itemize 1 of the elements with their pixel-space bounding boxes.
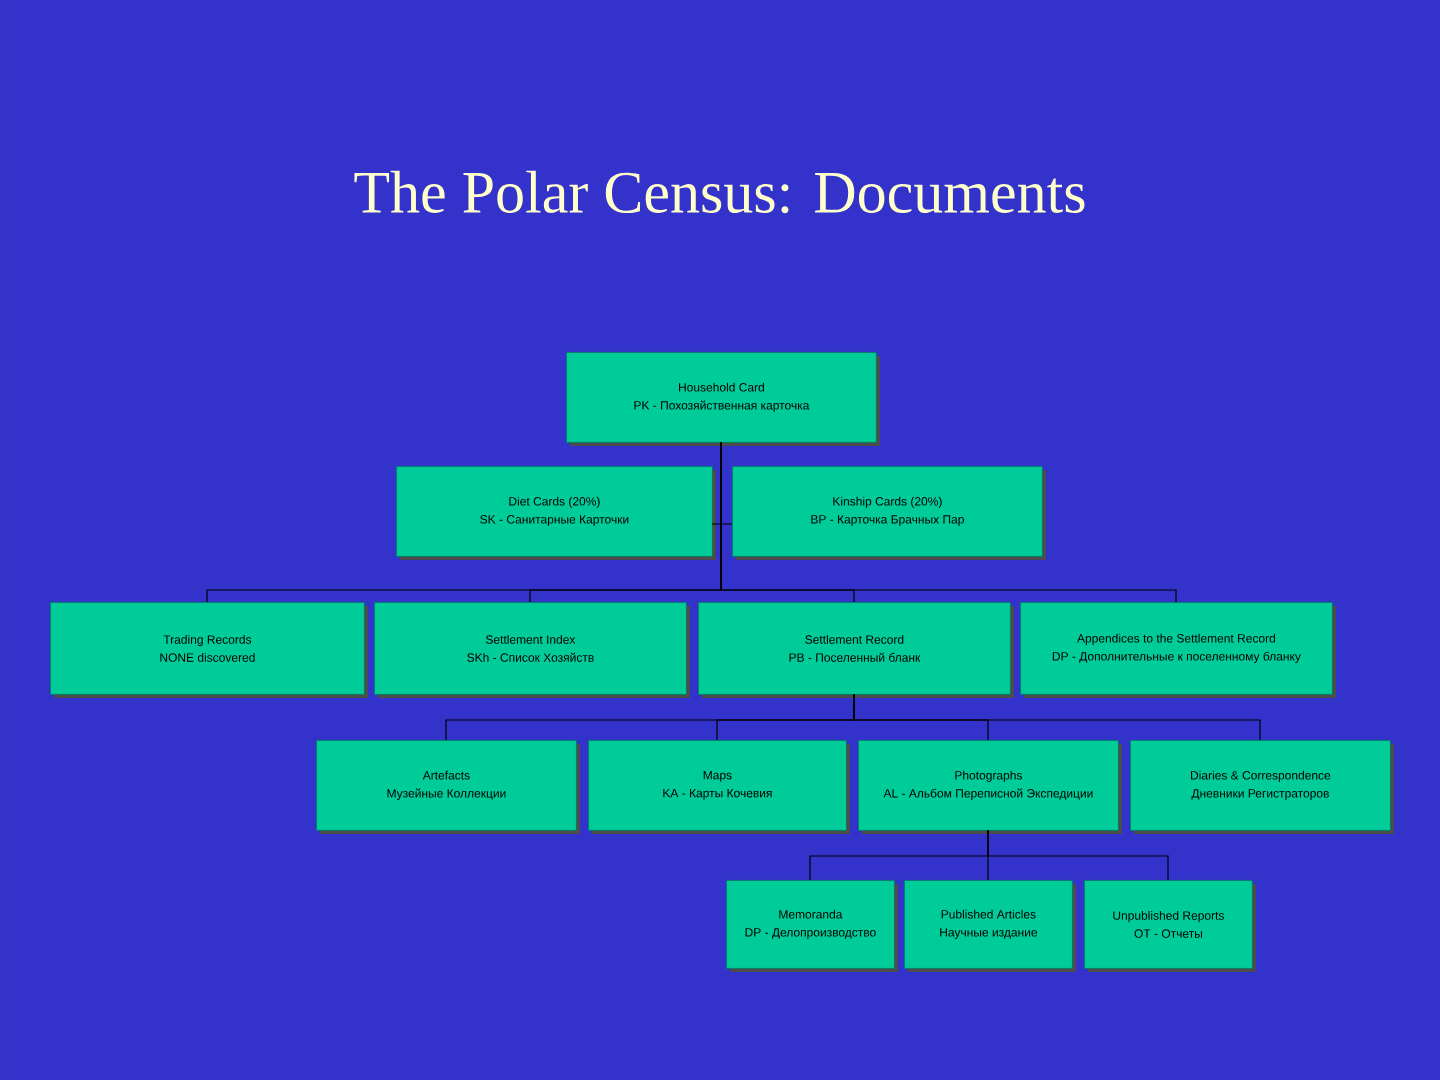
slide-title: The Polar Census: Documents — [354, 170, 1085, 214]
